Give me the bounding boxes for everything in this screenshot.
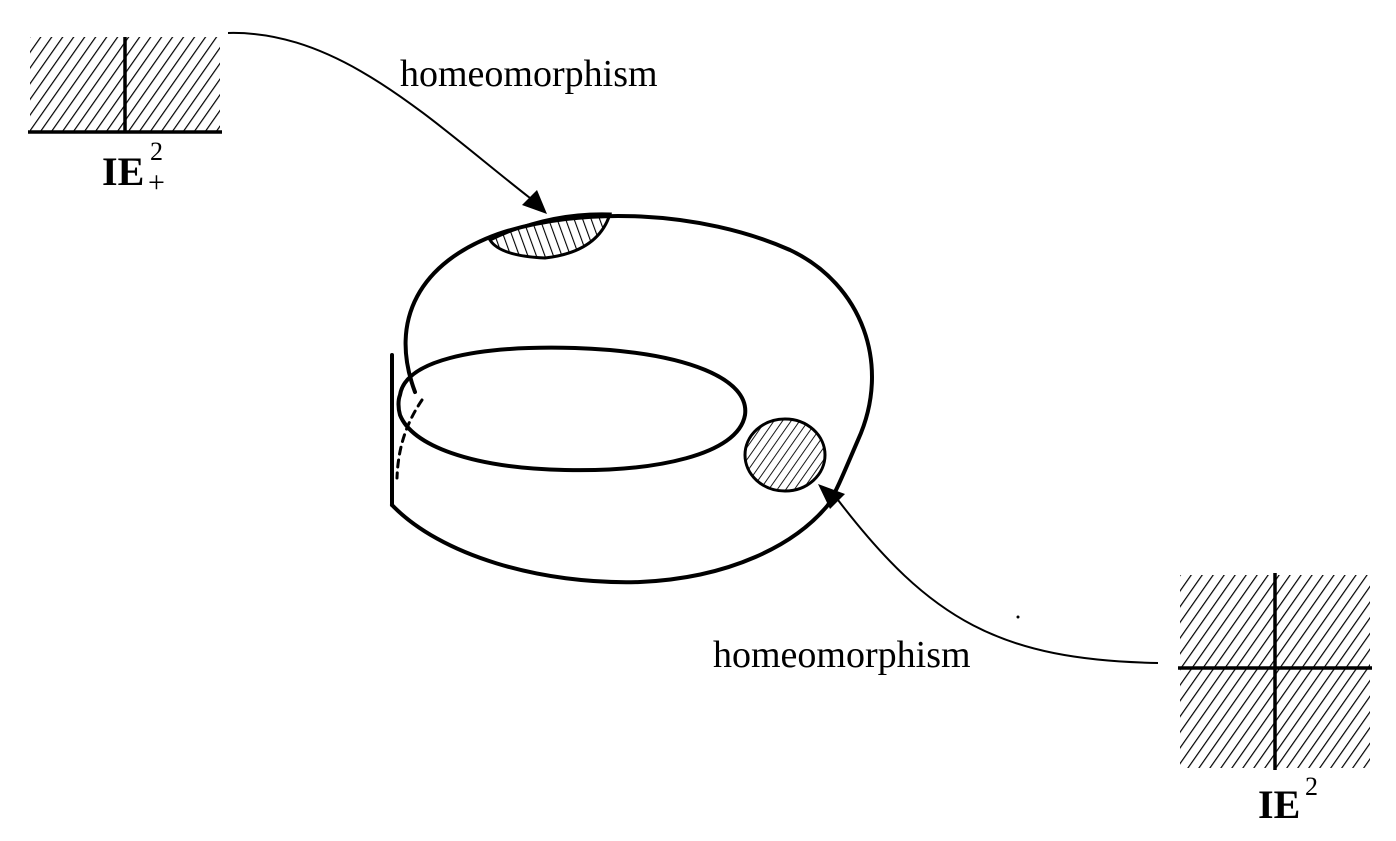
half-plane-square (28, 37, 222, 134)
plane-label-superscript: 2 (1305, 772, 1318, 801)
scan-speck (1016, 615, 1020, 619)
half-plane-label: IE 2 + (102, 137, 167, 199)
plane-square (1178, 573, 1372, 770)
inner-hole (396, 345, 748, 473)
plane-label-base: IE (1258, 782, 1300, 827)
arrow-bottom-curve (837, 499, 1159, 664)
arrow-bottom-label: homeomorphism (713, 634, 971, 676)
interior-patch (743, 417, 827, 493)
boundary-patch-fill (487, 212, 613, 260)
outer-rim (403, 213, 874, 507)
arrow-top-label: homeomorphism (400, 53, 658, 95)
boundary-patch (487, 212, 613, 260)
bottom-edge (390, 503, 830, 585)
half-plane-label-base: IE (102, 149, 144, 194)
half-plane-label-superscript: 2 (150, 137, 163, 166)
arrow-bottom (818, 484, 1159, 664)
hidden-edge (395, 398, 424, 480)
arrow-top (227, 31, 547, 214)
half-plane-label-subscript: + (148, 166, 165, 199)
arrow-bottom-head (818, 484, 845, 509)
interior-patch-fill (743, 417, 827, 493)
arrow-top-curve (227, 31, 531, 199)
plane-label: IE 2 (1258, 772, 1318, 827)
arrow-top-head (522, 190, 547, 214)
surface-with-boundary (390, 213, 874, 585)
